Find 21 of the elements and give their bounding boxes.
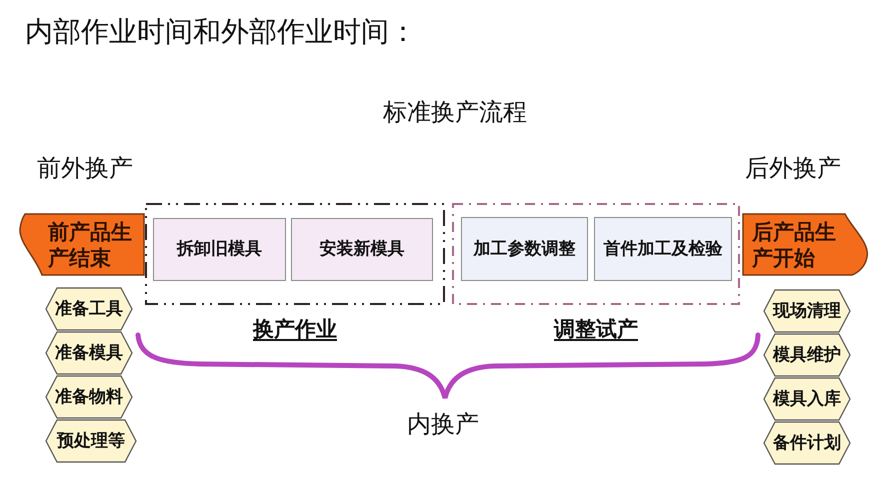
hexagon-box: 模具入库 bbox=[763, 377, 851, 421]
section-heading: 后外换产 bbox=[745, 153, 841, 183]
hexagon-box: 准备模具 bbox=[45, 331, 133, 375]
tab-box: 后产品生产开始 bbox=[742, 213, 869, 276]
hexagon-box: 备件计划 bbox=[763, 421, 851, 465]
diagram-heading: 标准换产流程 bbox=[383, 97, 527, 127]
hexagon-box: 现场清理 bbox=[763, 289, 851, 333]
tab-box: 前产品生产结束 bbox=[18, 213, 145, 276]
brace-label: 内换产 bbox=[407, 409, 479, 439]
process-box: 安装新模具 bbox=[291, 218, 433, 281]
group-label: 调整试产 bbox=[554, 317, 638, 342]
process-box: 加工参数调整 bbox=[461, 217, 588, 281]
hexagon-box: 准备物料 bbox=[45, 375, 133, 419]
title: 内部作业时间和外部作业时间： bbox=[25, 15, 417, 49]
hexagon-box: 预处理等 bbox=[45, 419, 137, 463]
process-box: 拆卸旧模具 bbox=[153, 218, 286, 281]
hexagon-box: 模具维护 bbox=[763, 333, 851, 377]
section-heading: 前外换产 bbox=[37, 153, 133, 183]
process-box: 首件加工及检验 bbox=[594, 217, 732, 281]
group-label: 换产作业 bbox=[253, 317, 337, 342]
hexagon-box: 准备工具 bbox=[45, 287, 133, 331]
